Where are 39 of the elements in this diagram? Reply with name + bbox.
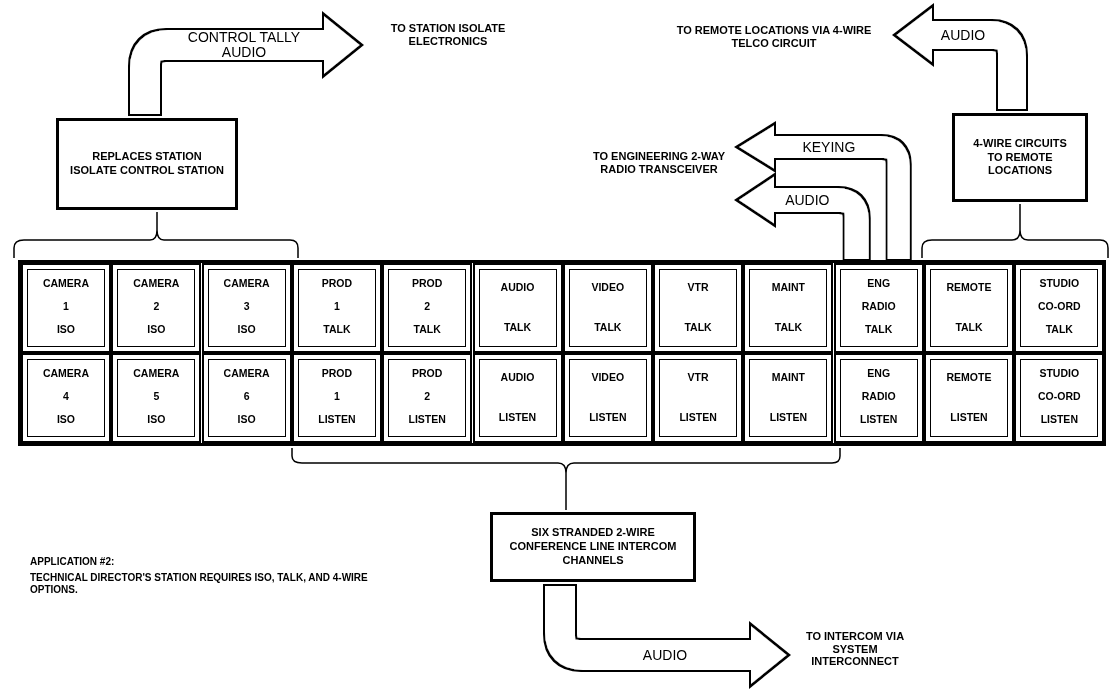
key-button: STUDIO CO-ORD TALK	[1014, 263, 1105, 353]
key-button: CAMERA 5 ISO	[111, 353, 202, 443]
key-button: VTR TALK	[653, 263, 744, 353]
key-button: ENG RADIO LISTEN	[833, 353, 924, 443]
note-box: SIX STRANDED 2-WIRE CONFERENCE LINE INTERCOM CHANNELS	[490, 512, 696, 582]
note-box: 4-WIRE CIRCUITS TO REMOTE LOCATIONS	[952, 113, 1088, 202]
destination-note: TO INTERCOM VIA SYSTEM INTERCONNECT	[795, 630, 915, 690]
note-text: APPLICATION #2:	[30, 556, 115, 568]
hollow-arrow	[543, 584, 791, 689]
note-text: TECHNICAL DIRECTOR'S STATION REQUIRES ISO, TALK, AND 4-WIRE OPTIONS.	[30, 572, 369, 596]
key-button: REMOTE TALK	[924, 263, 1014, 353]
key-button: PROD 1 TALK	[291, 263, 382, 353]
hollow-arrow	[734, 172, 871, 261]
note-box: REPLACES STATION ISOLATE CONTROL STATION	[56, 118, 238, 210]
destination-note: TO STATION ISOLATE ELECTRONICS	[368, 22, 528, 66]
key-button: PROD 1 LISTEN	[291, 353, 382, 443]
hollow-arrow	[128, 11, 364, 116]
key-button: VTR LISTEN	[653, 353, 744, 443]
edge-label: CONTROL TALLY AUDIO	[179, 30, 309, 60]
key-button: AUDIO TALK	[472, 263, 563, 353]
destination-note: TO ENGINEERING 2-WAY RADIO TRANSCEIVER	[588, 150, 730, 194]
key-button: PROD 2 TALK	[382, 263, 473, 353]
key-button: MAINT LISTEN	[743, 353, 834, 443]
hollow-arrow	[892, 3, 1028, 111]
key-button: AUDIO LISTEN	[472, 353, 563, 443]
key-button: CAMERA 6 ISO	[201, 353, 292, 443]
key-button: CAMERA 4 ISO	[21, 353, 111, 443]
key-button: CAMERA 2 ISO	[111, 263, 202, 353]
destination-note: TO REMOTE LOCATIONS VIA 4-WIRE TELCO CIRCUIT	[660, 24, 888, 54]
key-button: REMOTE LISTEN	[924, 353, 1014, 443]
hollow-arrow	[734, 121, 912, 261]
key-button: CAMERA 1 ISO	[21, 263, 111, 353]
key-button: ENG RADIO TALK	[833, 263, 924, 353]
key-button: STUDIO CO-ORD LISTEN	[1014, 353, 1105, 443]
key-button: VIDEO LISTEN	[562, 353, 653, 443]
key-button: CAMERA 3 ISO	[201, 263, 292, 353]
key-button: MAINT TALK	[743, 263, 834, 353]
key-button: PROD 2 LISTEN	[382, 353, 473, 443]
key-button: VIDEO TALK	[562, 263, 653, 353]
